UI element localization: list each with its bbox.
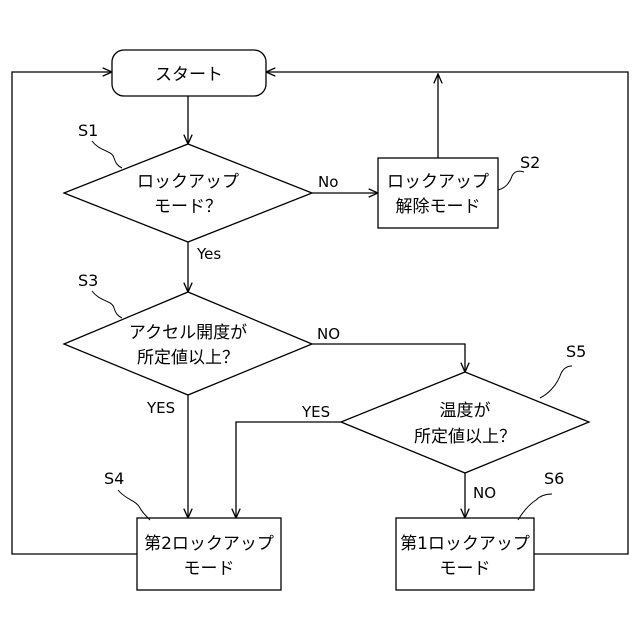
node-s2-process: ロックアップ 解除モード (378, 158, 498, 228)
node-s5-line1: 温度が (440, 401, 491, 421)
node-s6-line2: モード (440, 559, 491, 579)
step-s4-text: S4 (104, 469, 124, 488)
node-s2-line2: 解除モード (396, 197, 481, 217)
step-label-s2: S2 (498, 153, 540, 190)
step-label-s1: S1 (78, 121, 122, 168)
node-s1-decision: ロックアップ モード？ (64, 144, 312, 242)
step-s5-text: S5 (566, 342, 586, 361)
edge-label-s5-no: NO (473, 484, 496, 502)
edge-label-s5-yes: YES (301, 403, 330, 421)
node-s2-line1: ロックアップ (387, 172, 489, 192)
edge-label-s3-no: NO (317, 325, 340, 343)
node-start-label: スタート (155, 65, 223, 85)
node-s5-line2: 所定値以上？ (414, 427, 516, 447)
step-s2-leader (498, 171, 524, 190)
step-s6-text: S6 (544, 469, 564, 488)
edge-s6-loop-to-start (266, 72, 628, 554)
edge-label-s3-yes: YES (146, 399, 175, 417)
node-s6-line1: 第1ロックアップ (400, 534, 530, 554)
edge-label-s1-yes: Yes (196, 245, 221, 263)
step-s1-leader (92, 141, 122, 168)
edge-s3-no-to-s5 (312, 344, 465, 372)
node-s3-line2: 所定値以上？ (137, 348, 239, 368)
step-s5-leader (540, 366, 572, 398)
step-s1-text: S1 (78, 121, 98, 140)
node-s5-decision: 温度が 所定値以上？ (341, 372, 589, 473)
step-s3-text: S3 (78, 271, 98, 290)
step-label-s6: S6 (518, 469, 564, 520)
node-s4-line2: モード (184, 559, 235, 579)
step-s3-leader (92, 291, 122, 318)
step-label-s3: S3 (78, 271, 122, 318)
node-s3-line1: アクセル開度が (129, 323, 247, 343)
node-s3-decision: アクセル開度が 所定値以上？ (64, 292, 312, 395)
node-start: スタート (112, 50, 266, 96)
step-s4-leader (118, 490, 150, 520)
step-label-s5: S5 (540, 342, 586, 398)
node-s1-line2: モード？ (154, 197, 222, 217)
node-s4-line1: 第2ロックアップ (144, 534, 274, 554)
node-s4-process: 第2ロックアップ モード (137, 518, 281, 590)
edge-label-s1-no: No (318, 173, 338, 191)
step-label-s4: S4 (104, 469, 150, 520)
node-s1-line1: ロックアップ (137, 172, 239, 192)
step-s6-leader (518, 494, 552, 520)
step-s2-text: S2 (520, 153, 540, 172)
edge-s5-yes-to-s4 (236, 422, 341, 518)
node-s6-process: 第1ロックアップ モード (396, 518, 534, 590)
